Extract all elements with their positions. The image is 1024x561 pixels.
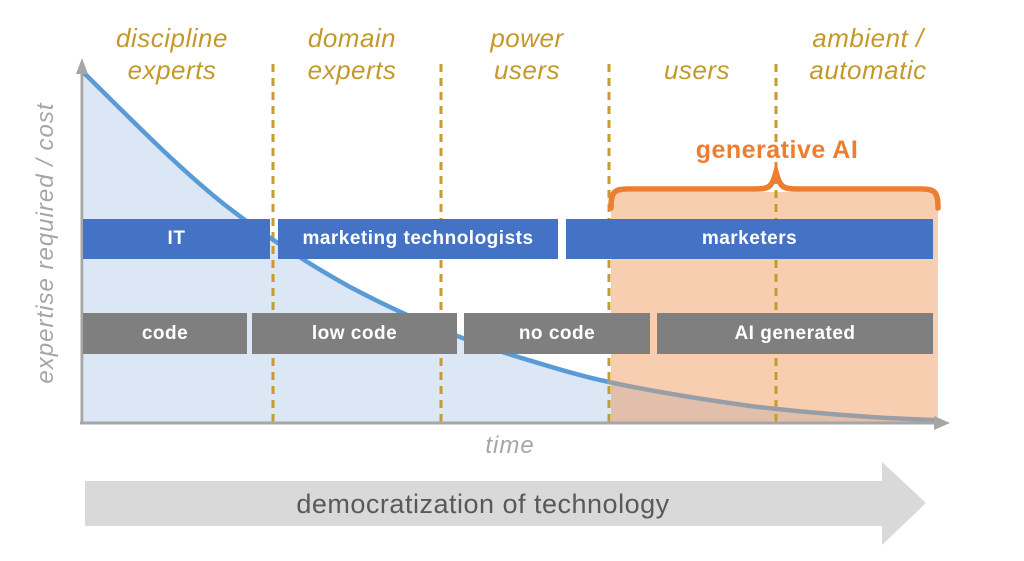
zone-label-power-users: power users: [417, 22, 637, 86]
x-axis-arrowhead: [934, 416, 950, 430]
role-bar-marketers: marketers: [566, 219, 933, 259]
y-axis-label: expertise required / cost: [32, 102, 59, 384]
zone-label-line: discipline: [116, 23, 228, 53]
expertise-curve-gray: [606, 379, 936, 423]
code-bar-ai-generated: AI generated: [657, 313, 933, 354]
democratization-arrow: [85, 462, 926, 545]
x-axis-label: time: [485, 432, 535, 459]
zone-label-domain-experts: domain experts: [242, 22, 462, 86]
y-axis-arrowhead: [76, 58, 88, 74]
zone-label-line: automatic: [809, 55, 927, 85]
zone-label-ambient-automatic: ambient / automatic: [758, 22, 978, 86]
code-bar-code: code: [83, 313, 247, 354]
role-bar-it: IT: [83, 219, 270, 259]
zone-label-line: users: [493, 55, 561, 85]
expertise-curve-blue: [81, 70, 612, 385]
zone-label-line: ambient /: [812, 23, 924, 53]
generative-ai-brace: [608, 161, 941, 211]
zone-label-line: domain: [307, 23, 397, 53]
zone-label-line: experts: [127, 55, 217, 85]
role-bar-marketing-technologists: marketing technologists: [278, 219, 558, 259]
zone-label-line: experts: [307, 55, 397, 85]
zone-label-users: users: [587, 22, 807, 86]
code-bar-low-code: low code: [252, 313, 457, 354]
democratization-arrow-label: democratization of technology: [296, 489, 670, 519]
code-bar-no-code: no code: [464, 313, 650, 354]
zone-label-line: power: [490, 23, 564, 53]
zone-label-discipline-experts: discipline experts: [62, 22, 282, 86]
generative-ai-label: generative AI: [695, 136, 859, 164]
zone-label-line: users: [663, 55, 731, 85]
